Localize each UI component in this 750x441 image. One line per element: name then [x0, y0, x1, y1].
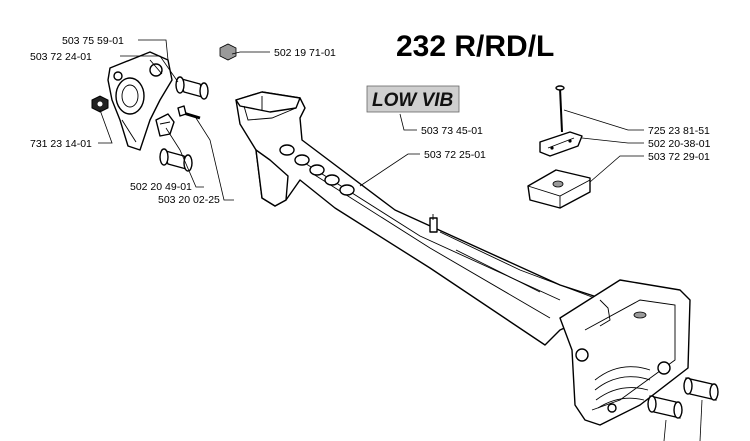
- nut-part: [91, 95, 109, 113]
- rear-damper-lower: [647, 395, 683, 419]
- label-503-75-59-01: 503 75 59-01: [62, 35, 124, 47]
- rear-bracket: [559, 279, 691, 426]
- damper-upper-left: [175, 76, 209, 100]
- low-vib-logo: LOW VIB: [366, 85, 460, 113]
- label-731-23-14-01: 731 23 14-01: [30, 138, 92, 150]
- label-503-72-25-01: 503 72 25-01: [424, 149, 486, 161]
- clip-part: [539, 131, 583, 157]
- label-502-20-38-01: 502 20-38-01: [648, 138, 711, 150]
- label-503-72-24-01: 503 72 24-01: [30, 51, 92, 63]
- shaft-tube: [235, 91, 601, 346]
- small-clamp-part: [155, 113, 175, 137]
- long-screw-part: [555, 85, 565, 133]
- screw-part: [177, 105, 201, 120]
- label-503-72-29-01: 503 72 29-01: [648, 151, 710, 163]
- diagram-title: 232 R/RD/L: [396, 30, 554, 63]
- damper-lower-left: [159, 148, 193, 172]
- rear-damper-upper: [683, 377, 719, 401]
- cover-plate-part: [527, 169, 591, 209]
- label-725-23-81-51: 725 23 81-51: [648, 125, 710, 137]
- engine-mount-bracket: [107, 51, 173, 151]
- label-503-20-02-25: 503 20 02-25: [158, 194, 220, 206]
- label-503-73-45-01: 503 73 45-01: [421, 125, 483, 137]
- label-502-20-49-01: 502 20 49-01: [130, 181, 192, 193]
- shaft-holes: [279, 144, 355, 196]
- small-nut-part: [219, 43, 237, 61]
- label-502-19-71-01: 502 19 71-01: [274, 47, 336, 59]
- low-vib-logo-text: LOW VIB: [372, 90, 454, 111]
